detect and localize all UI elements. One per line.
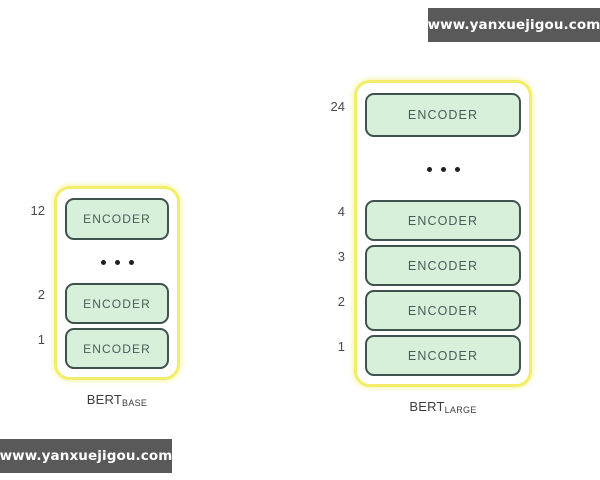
layer-index: 3 xyxy=(337,249,345,264)
encoder-slot[interactable]: ENCODER xyxy=(365,243,521,288)
bert-large-caption-sub: LARGE xyxy=(444,405,477,415)
bert-large-diagram: 24 4 3 2 1 ENCODER ENCODER ENCODER ENCOD… xyxy=(322,80,532,415)
watermark-top-right: www.yanxuejigou.com xyxy=(428,8,600,42)
encoder-slot[interactable]: ENCODER xyxy=(65,195,169,243)
bert-large-caption-row: BERTLARGE xyxy=(322,387,532,415)
bert-base-layer-index-column: 12 2 1 xyxy=(22,186,54,380)
layer-index: 2 xyxy=(37,287,45,302)
encoder-block[interactable]: ENCODER xyxy=(365,290,521,331)
bert-base-caption-sub: BASE xyxy=(122,398,148,408)
encoder-block[interactable]: ENCODER xyxy=(65,198,169,240)
encoder-block[interactable]: ENCODER xyxy=(65,283,169,324)
watermark-bottom-left: www.yanxuejigou.com xyxy=(0,439,172,473)
bert-base-caption-row: BERTBASE xyxy=(22,380,180,408)
bert-large-container: ENCODER ENCODER ENCODER ENCODER ENCODER xyxy=(354,80,532,387)
layer-index: 1 xyxy=(337,339,345,354)
layer-index: 24 xyxy=(330,98,345,114)
bert-base-container: ENCODER ENCODER ENCODER xyxy=(54,186,180,380)
encoder-slot[interactable]: ENCODER xyxy=(365,89,521,141)
ellipsis-indicator xyxy=(365,141,521,198)
layer-index: 4 xyxy=(337,204,345,219)
layer-index xyxy=(322,132,354,189)
encoder-slot[interactable]: ENCODER xyxy=(365,198,521,243)
ellipsis-indicator xyxy=(65,243,169,281)
layer-index xyxy=(22,234,54,272)
encoder-slot[interactable]: ENCODER xyxy=(65,326,169,371)
bert-base-caption: BERTBASE xyxy=(86,392,148,408)
bert-base-stack-area: 12 2 1 ENCODER ENCODER ENCODER xyxy=(22,186,180,380)
layer-index: 1 xyxy=(37,332,45,347)
encoder-block[interactable]: ENCODER xyxy=(365,245,521,286)
ellipsis-dots-icon xyxy=(100,259,134,265)
layer-index: 2 xyxy=(337,294,345,309)
bert-base-diagram: 12 2 1 ENCODER ENCODER ENCODER BERTBASE xyxy=(22,186,180,408)
layer-index: 12 xyxy=(30,202,45,218)
bert-large-caption-main: BERT xyxy=(409,399,445,414)
encoder-block[interactable]: ENCODER xyxy=(365,335,521,376)
bert-large-stack-area: 24 4 3 2 1 ENCODER ENCODER ENCODER ENCOD… xyxy=(322,80,532,387)
encoder-block[interactable]: ENCODER xyxy=(365,93,521,137)
encoder-slot[interactable]: ENCODER xyxy=(365,288,521,333)
bert-large-caption: BERTLARGE xyxy=(409,399,477,415)
encoder-block[interactable]: ENCODER xyxy=(65,328,169,369)
ellipsis-dots-icon xyxy=(426,167,460,172)
encoder-slot[interactable]: ENCODER xyxy=(65,281,169,326)
encoder-slot[interactable]: ENCODER xyxy=(365,333,521,378)
encoder-block[interactable]: ENCODER xyxy=(365,200,521,241)
bert-base-caption-main: BERT xyxy=(86,392,123,407)
bert-large-layer-index-column: 24 4 3 2 1 xyxy=(322,80,354,387)
